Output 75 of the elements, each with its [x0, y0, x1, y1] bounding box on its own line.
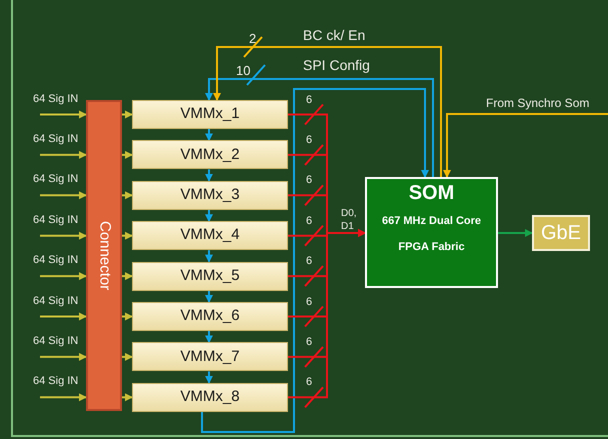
arrow: [40, 191, 87, 200]
edge-label: 64 Sig IN: [33, 336, 78, 347]
arrow: [443, 113, 608, 178]
block-spec: FPGA Fabric: [398, 240, 465, 254]
arrow: [40, 393, 87, 402]
edge-label: 64 Sig IN: [33, 255, 78, 266]
arrow: [122, 150, 133, 159]
chip-label: VMMx_4: [180, 225, 240, 246]
arrow: [122, 191, 133, 200]
arrow: [205, 129, 213, 142]
connector-block: [86, 100, 122, 411]
arrow: [205, 169, 213, 182]
vmm-chip-box: [132, 180, 288, 210]
edge-label: 64 Sig IN: [33, 94, 78, 104]
signal-label: D0, D1: [341, 208, 358, 233]
chip-label: VMMx_8: [180, 387, 240, 408]
edge-label: 64 Sig IN: [33, 134, 78, 145]
vmm-chip-box: [132, 221, 288, 250]
edge-label: 6: [306, 296, 312, 308]
edge-label: 6: [306, 134, 312, 146]
arrow: [40, 272, 87, 280]
edge-label: From Synchro Som: [486, 97, 590, 109]
edge-label: 6: [306, 256, 312, 268]
arrow: [205, 78, 434, 177]
vmm-chip-box: [132, 342, 288, 372]
bus-width-label: 10: [236, 63, 250, 80]
arrow: [122, 352, 133, 361]
bus-width-label: 2: [249, 31, 256, 48]
arrow: [122, 232, 133, 240]
arrow: [205, 250, 213, 263]
arrow: [288, 229, 366, 398]
som-block: [365, 177, 498, 288]
vmm-chip-box: [132, 140, 288, 170]
block-title: SOM: [408, 183, 454, 203]
chip-label: VMMx_3: [180, 185, 240, 206]
arrow: [40, 110, 87, 118]
edge-label: SPI Config: [303, 58, 370, 72]
arrow: [122, 393, 133, 402]
arrow: [122, 110, 133, 118]
arrow: [205, 290, 213, 303]
arrow: [498, 229, 533, 237]
arrow: [205, 331, 213, 344]
edge-label: 6: [306, 94, 312, 106]
vmm-chip-box: [132, 382, 288, 412]
chip-label: VMMx_2: [180, 144, 240, 165]
arrow: [205, 210, 213, 222]
edge-label: 6: [306, 336, 312, 348]
vmm-chip-box: [132, 302, 288, 331]
arrow: [122, 312, 133, 320]
edge-label: 64 Sig IN: [33, 214, 78, 226]
arrow: [213, 46, 442, 177]
vmm-chip-box: [132, 100, 288, 129]
block-spec: 667 MHz Dual Core: [382, 215, 482, 229]
vmm-chip-box: [132, 262, 288, 291]
chip-label: VMMx_7: [180, 346, 240, 367]
edge-label: BC ck/ En: [303, 28, 366, 42]
edge-label: 64 Sig IN: [33, 296, 78, 306]
arrow: [40, 352, 87, 361]
arrow: [122, 272, 133, 280]
chip-label: VMMx_5: [180, 266, 240, 286]
edge-label: 6: [306, 216, 312, 227]
arrow: [40, 312, 87, 320]
connector-label: Connector: [95, 220, 114, 290]
arrow: [40, 150, 87, 159]
chip-label: VMMx_1: [180, 104, 240, 124]
edge-label: 6: [306, 377, 312, 388]
edge-label: 64 Sig IN: [33, 376, 78, 388]
block-label: GbE: [540, 221, 582, 246]
edge-label: 6: [306, 175, 312, 186]
arrow: [40, 232, 87, 240]
chip-label: VMMx_6: [180, 306, 240, 326]
arrow: [205, 371, 213, 384]
edge-label: 64 Sig IN: [33, 174, 78, 186]
gbe-block: [532, 215, 590, 251]
arrow: [201, 88, 429, 433]
